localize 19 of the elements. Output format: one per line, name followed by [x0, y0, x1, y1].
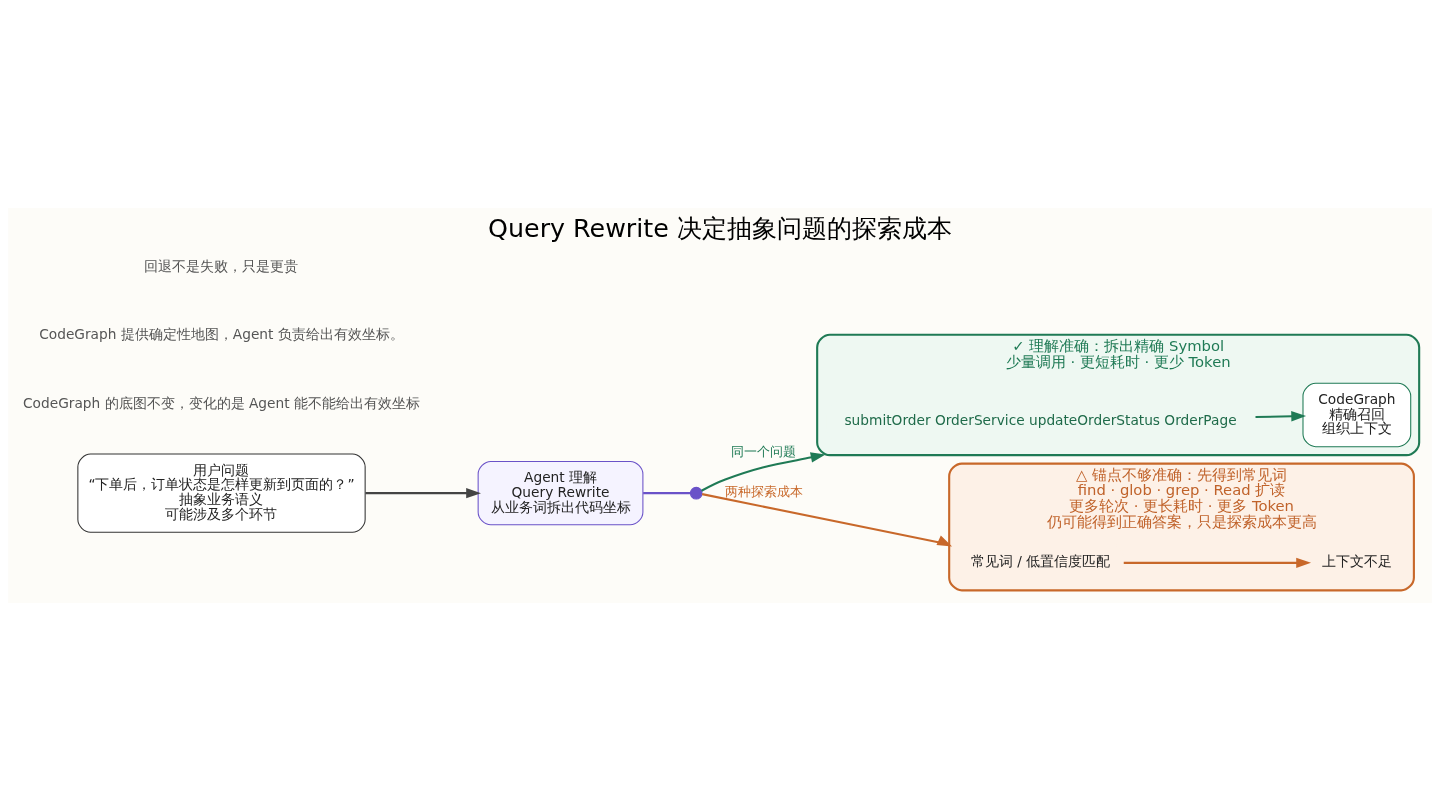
node-box: 用户问题 “下单后，订单状态是怎样更新到页面的？” 抽象业务语义 可能涉及多个环节: [77, 453, 366, 533]
edge-label: 两种探索成本: [724, 483, 803, 499]
arrow: [1123, 557, 1312, 568]
node-box: CodeGraph 精确召回 组织上下文: [1302, 382, 1412, 447]
edge-label: 同一个问题: [731, 443, 797, 459]
label: CodeGraph 的底图不变，变化的是 Agent 能不能给出有效坐标: [23, 394, 420, 411]
node-circle: [689, 486, 703, 499]
node-text: submitOrder OrderService updateOrderStatus OrderPage: [844, 411, 1237, 428]
arrow: [701, 451, 826, 492]
label: 回退不是失败，只是更贵: [144, 257, 299, 274]
label: CodeGraph 提供确定性地图，Agent 负责给出有效坐标。: [39, 325, 404, 342]
node-text: 常见词 / 低置信度匹配: [970, 552, 1111, 569]
arrow: [365, 487, 481, 498]
arrow: [1255, 410, 1307, 421]
connector: [643, 491, 691, 494]
arrow: [701, 492, 953, 546]
diagram-title: Query Rewrite 决定抽象问题的探索成本: [488, 212, 952, 243]
node-text: 上下文不足: [1321, 552, 1392, 569]
node-box: Agent 理解 Query Rewrite 从业务词拆出代码坐标: [477, 460, 644, 525]
